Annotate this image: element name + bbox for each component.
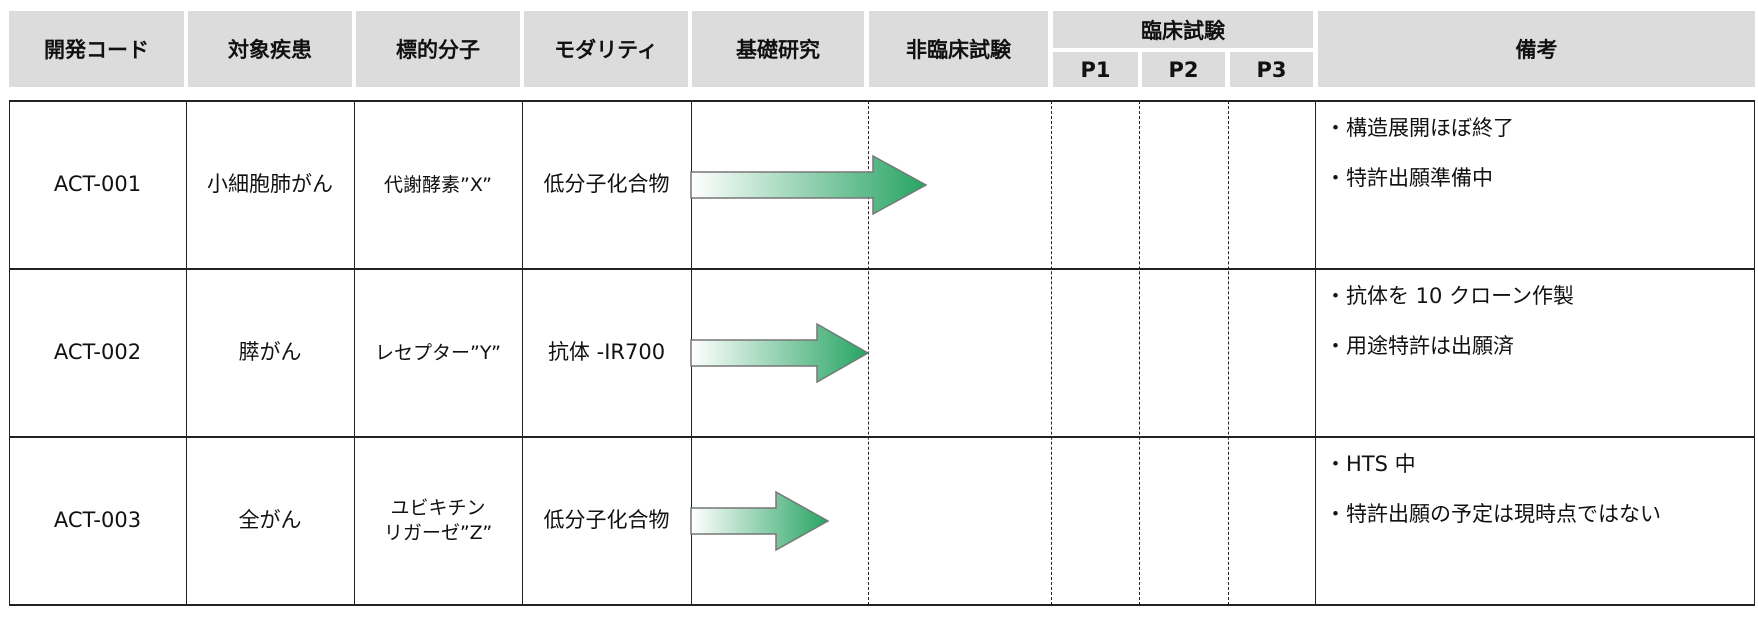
row3-note: ・HTS 中	[1325, 452, 1416, 476]
divider	[9, 604, 1755, 606]
row1-note: ・特許出願準備中	[1325, 166, 1493, 190]
row1-target: 代謝酵素”X”	[384, 173, 492, 196]
progress-arrow	[690, 322, 870, 384]
row2-note: ・用途特許は出願済	[1325, 334, 1514, 358]
row2-note: ・抗体を 10 クローン作製	[1325, 284, 1575, 308]
divider	[9, 100, 1755, 102]
header-p3: P3	[1230, 52, 1313, 87]
divider	[9, 436, 1755, 438]
progress-arrow	[690, 154, 928, 216]
row1-code: ACT-001	[53, 172, 142, 197]
row3-disease: 全がん	[238, 508, 302, 533]
header-p2: P2	[1142, 52, 1225, 87]
header-target: 標的分子	[356, 11, 520, 87]
stage-divider	[1051, 101, 1052, 605]
row3-note: ・特許出願の予定は現時点ではない	[1325, 502, 1661, 526]
divider	[186, 101, 187, 605]
header-code: 開発コード	[9, 11, 184, 87]
row2-disease: 膵がん	[238, 340, 302, 365]
header-modality: モダリティ	[524, 11, 688, 87]
header-disease: 対象疾患	[188, 11, 352, 87]
row2-target: レセプター”Y”	[375, 341, 501, 364]
header-clinical: 臨床試験	[1053, 11, 1313, 48]
row3-modality: 低分子化合物	[543, 508, 670, 533]
row1-disease: 小細胞肺がん	[207, 172, 333, 197]
stage-divider	[1139, 101, 1140, 605]
divider	[354, 101, 355, 605]
header-p1: P1	[1053, 52, 1138, 87]
divider	[1315, 101, 1316, 605]
header-basic: 基礎研究	[692, 11, 864, 87]
header-preclinical: 非臨床試験	[869, 11, 1048, 87]
row2-modality: 抗体 -IR700	[547, 340, 666, 365]
row3-code: ACT-003	[53, 508, 142, 533]
divider	[1754, 101, 1755, 605]
divider	[9, 101, 10, 605]
row3-target: ユビキチン リガーゼ”Z”	[383, 497, 493, 544]
row1-note: ・構造展開ほぼ終了	[1325, 116, 1514, 140]
progress-arrow	[690, 490, 830, 552]
divider	[522, 101, 523, 605]
divider	[9, 268, 1755, 270]
row1-modality: 低分子化合物	[543, 172, 670, 197]
row2-code: ACT-002	[53, 340, 142, 365]
stage-divider	[1228, 101, 1229, 605]
header-notes: 備考	[1318, 11, 1755, 87]
